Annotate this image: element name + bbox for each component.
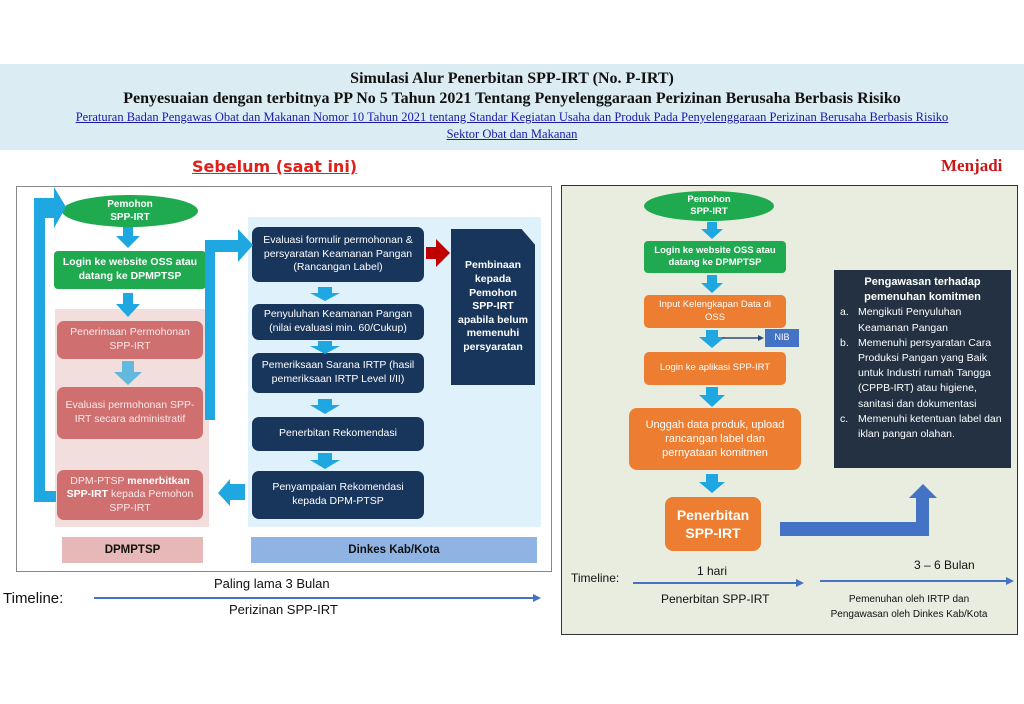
step-evaluasi-formulir: Evaluasi formulir permohonan & persyarat… (252, 227, 424, 282)
step-penerimaan-permohonan: Penerimaan Permohonan SPP-IRT (57, 321, 203, 359)
pengawasan-item-marker: c. (840, 412, 849, 425)
final-pre-text: DPM-PTSP (70, 474, 128, 487)
pengawasan-item-text: Memenuhi ketentuan label dan iklan panga… (858, 412, 1002, 441)
right-start-node-label: Pemohon SPP-IRT (687, 193, 731, 217)
pengawasan-title: Pengawasan terhadap pemenuhan komitmen (864, 276, 981, 304)
left-timeline-label: Timeline: (3, 590, 64, 607)
right-start-node-pemohon: Pemohon SPP-IRT (644, 191, 774, 221)
final-post-text: kepada Pemohon SPP-IRT (108, 488, 194, 514)
step-evaluasi-label: Evaluasi permohonan SPP-IRT secara admin… (65, 399, 195, 425)
right-timeline-seg2-duration: 3 – 6 Bulan (914, 558, 975, 572)
pembinaan-note: Pembinaan kepada Pemohon SPP-IRT apabila… (451, 229, 535, 385)
right-step-penerbitan-label: Penerbitan SPP-IRT (676, 506, 750, 541)
step-penyampaian-rekomendasi: Penyampaian Rekomendasi kepada DPM-PTSP (252, 471, 424, 519)
step-pemeriksaan-sarana: Pemeriksaan Sarana IRTP (hasil pemeriksa… (252, 353, 424, 393)
step-penerbitan-rekomendasi-label: Penerbitan Rekomendasi (279, 427, 397, 440)
step-penerbitan-rekomendasi: Penerbitan Rekomendasi (252, 417, 424, 451)
page-subtitle: Penyesuaian dengan terbitnya PP No 5 Tah… (123, 90, 901, 107)
right-step-login-label: Login ke website OSS atau datang ke DPMP… (654, 244, 776, 268)
pengawasan-item-text: Memenuhi persyaratan Cara Produksi Panga… (858, 336, 992, 410)
right-step-unggah-label: Unggah data produk, upload rancangan lab… (645, 418, 785, 460)
final-bold-verb: menerbitkan (127, 474, 190, 487)
right-timeline-seg1-caption: Penerbitan SPP-IRT (661, 592, 770, 606)
step-penyuluhan: Penyuluhan Keamanan Pangan (nilai evalua… (252, 304, 424, 340)
step-login-oss: Login ke website OSS atau datang ke DPMP… (54, 251, 206, 289)
step-penerimaan-label: Penerimaan Permohonan SPP-IRT (70, 326, 190, 352)
step-penyuluhan-label: Penyuluhan Keamanan Pangan (nilai evalua… (263, 308, 413, 334)
right-step-login-oss: Login ke website OSS atau datang ke DPMP… (644, 241, 786, 273)
regulation-link[interactable]: Peraturan Badan Pengawas Obat dan Makana… (0, 109, 1024, 143)
right-step-login-aplikasi: Login ke aplikasi SPP-IRT (644, 352, 786, 385)
step-pemeriksaan-label: Pemeriksaan Sarana IRTP (hasil pemeriksa… (261, 359, 415, 385)
header-banner: Simulasi Alur Penerbitan SPP-IRT (No. P-… (0, 64, 1024, 150)
after-flowchart-panel: Pemohon SPP-IRT Login ke website OSS ata… (561, 185, 1018, 635)
pengawasan-item-text: Mengikuti Penyuluhan Keamanan Pangan (858, 306, 962, 334)
pengawasan-item: b. Memenuhi persyaratan Cara Produksi Pan… (840, 336, 1005, 412)
left-timeline-duration: Paling lama 3 Bulan (214, 576, 330, 591)
right-timeline-label: Timeline: (571, 571, 620, 585)
section-title-after: Menjadi (941, 156, 1003, 175)
right-step-login-aplikasi-label: Login ke aplikasi SPP-IRT (659, 362, 771, 374)
left-timeline-arrowhead-icon (533, 594, 541, 602)
regulation-link-line2[interactable]: Sektor Obat dan Makanan (446, 127, 578, 141)
right-step-input-data: Input Kelengkapan Data di OSS (644, 295, 786, 328)
before-flowchart-panel: Pemohon SPP-IRT Login ke website OSS ata… (16, 186, 552, 572)
pengawasan-item: a. Mengikuti Penyuluhan Keamanan Pangan (840, 305, 1005, 335)
page-title: Simulasi Alur Penerbitan SPP-IRT (No. P-… (350, 70, 674, 87)
right-step-unggah-data: Unggah data produk, upload rancangan lab… (629, 408, 801, 470)
start-node-pemohon: Pemohon SPP-IRT (62, 195, 198, 227)
right-timeline-seg2-caption: Pemenuhan oleh IRTP dan Pengawasan oleh … (830, 594, 988, 620)
pengawasan-box: Pengawasan terhadap pemenuhan komitmen a… (834, 270, 1011, 468)
lane-label-dpmptsp: DPMPTSP (62, 537, 203, 563)
regulation-link-line1[interactable]: Peraturan Badan Pengawas Obat dan Makana… (75, 110, 949, 124)
right-step-input-label: Input Kelengkapan Data di OSS (659, 299, 771, 323)
step-evaluasi-formulir-label: Evaluasi formulir permohonan & persyarat… (263, 234, 413, 274)
right-timeline-seg1-duration: 1 hari (697, 564, 728, 578)
step-penyampaian-label: Penyampaian Rekomendasi kepada DPM-PTSP (272, 481, 404, 507)
pembinaan-note-label: Pembinaan kepada Pemohon SPP-IRT apabila… (457, 259, 529, 354)
lane-label-dinkes: Dinkes Kab/Kota (251, 537, 537, 563)
pengawasan-item-marker: a. (840, 306, 849, 319)
start-node-label: Pemohon SPP-IRT (107, 199, 153, 223)
left-timeline-caption: Perizinan SPP-IRT (229, 602, 338, 617)
step-login-oss-label: Login ke website OSS atau datang ke DPMP… (62, 256, 198, 282)
final-bold-doc: SPP-IRT (66, 488, 109, 501)
step-evaluasi-administratif: Evaluasi permohonan SPP-IRT secara admin… (57, 387, 203, 439)
pengawasan-item-marker: b. (840, 336, 849, 349)
section-title-before: Sebelum (saat ini) (192, 157, 358, 176)
right-step-penerbitan: Penerbitan SPP-IRT (665, 497, 761, 551)
pengawasan-item: c. Memenuhi ketentuan label dan iklan pan… (840, 412, 1005, 442)
nib-badge: NIB (765, 329, 799, 347)
